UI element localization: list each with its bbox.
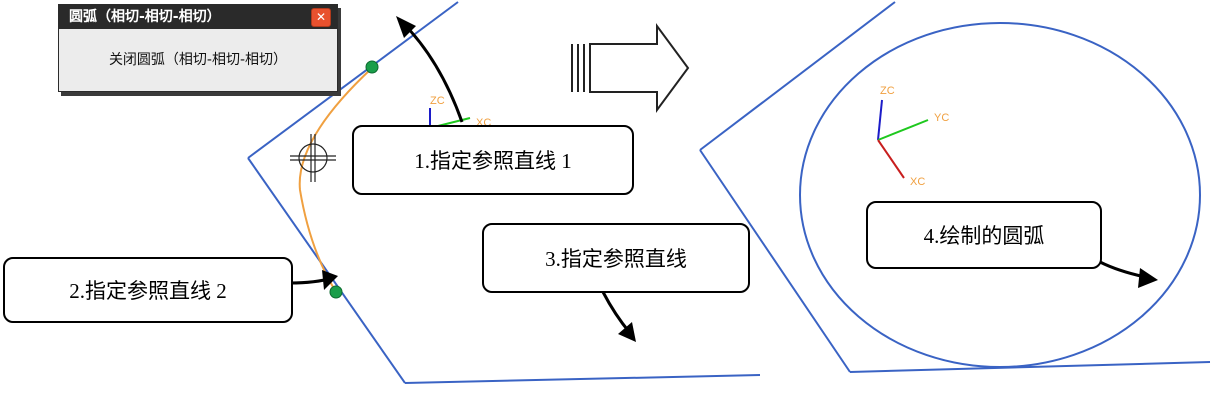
callout-step3: 3.指定参照直线 bbox=[482, 223, 750, 293]
left-sketch bbox=[247, 1, 761, 384]
arrow-heads bbox=[322, 16, 1158, 342]
reference-line-1[interactable] bbox=[247, 1, 459, 159]
reference-line-3[interactable] bbox=[404, 374, 761, 384]
right-arrow-icon bbox=[571, 22, 690, 114]
right-zc-label: ZC bbox=[880, 85, 895, 97]
dialog-title-bar[interactable]: 圆弧（相切-相切-相切） ✕ bbox=[59, 5, 337, 29]
callout-step2: 2.指定参照直线 2 bbox=[3, 257, 293, 323]
reference-line-2[interactable] bbox=[247, 157, 406, 384]
right-xc-label: XC bbox=[910, 176, 926, 188]
result-line-1 bbox=[699, 1, 896, 151]
right-axis-triad bbox=[877, 99, 929, 179]
result-circle bbox=[799, 22, 1201, 368]
arrow-step3 bbox=[601, 291, 632, 334]
close-arc-menu-item[interactable]: 关闭圆弧（相切-相切-相切） bbox=[108, 52, 288, 68]
right-sketch bbox=[699, 1, 1211, 373]
right-yc-label: YC bbox=[934, 112, 950, 124]
preview-arc bbox=[298, 67, 373, 293]
tangent-point-2[interactable] bbox=[329, 285, 343, 299]
crosshair-cursor-icon bbox=[290, 134, 336, 182]
callout-step1: 1.指定参照直线 1 bbox=[352, 125, 634, 195]
tangent-point-1[interactable] bbox=[365, 60, 379, 74]
left-zc-label: ZC bbox=[430, 95, 445, 107]
callout-step4: 4.绘制的圆弧 bbox=[866, 201, 1102, 269]
result-line-2 bbox=[699, 149, 851, 373]
result-line-3 bbox=[849, 361, 1211, 373]
dialog-title: 圆弧（相切-相切-相切） bbox=[69, 9, 221, 25]
arc-dialog: 圆弧（相切-相切-相切） ✕ 关闭圆弧（相切-相切-相切） bbox=[58, 4, 338, 92]
close-icon[interactable]: ✕ bbox=[311, 8, 331, 27]
